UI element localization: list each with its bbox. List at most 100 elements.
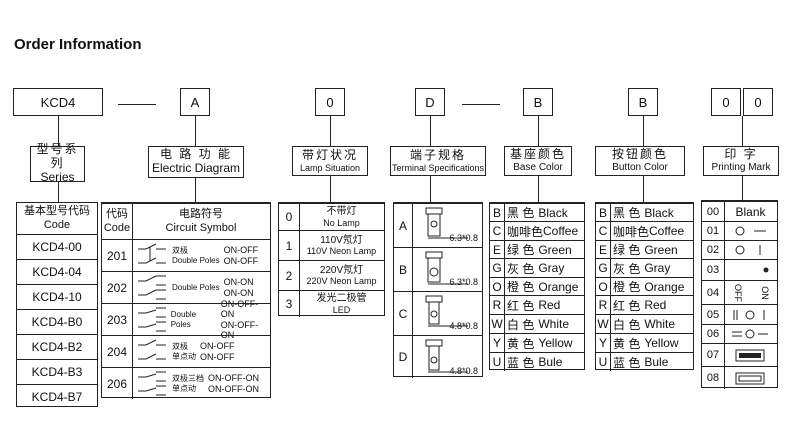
print-code-1: 0 [722, 94, 730, 110]
circuit-labels: Double Poles [171, 310, 217, 328]
column-divider [132, 203, 133, 399]
connector [330, 176, 331, 202]
terminal-drawing-cell: 4.8*0.8 [412, 292, 482, 335]
lamp-cn: 发光二极管 [316, 293, 367, 305]
diagram-code-cell: 204 [106, 344, 128, 359]
table-row: 0 不带灯 No Lamp [279, 203, 384, 230]
print-mark-off: OFF [733, 283, 744, 302]
print-code: 02 [706, 244, 720, 256]
function-2: ON-ON [223, 287, 254, 298]
connector [643, 176, 644, 202]
lamp-header-en: Lamp Situation [299, 162, 361, 173]
switch-symbol-icon [138, 307, 166, 331]
terminal-table: A 6.3*0.8 B 6.3*0.8 C 4.8*0.8 D 4.8 [393, 202, 483, 378]
print-code: 04 [706, 286, 720, 299]
print-code: 01 [706, 225, 720, 237]
color-cn: 灰 色 [507, 261, 535, 276]
lamp-code-cell: 0 [285, 210, 293, 224]
connector [58, 182, 59, 202]
color-code: Y [492, 336, 501, 350]
switch-symbol-icon [138, 275, 166, 299]
terminal-drawing-cell: 4.8*0.8 [412, 336, 482, 378]
connector [330, 116, 331, 146]
diagram-header: 电 路 功 能 Electric Diagram [148, 146, 244, 178]
connector [430, 116, 431, 146]
function-2: ON-OFF [223, 255, 259, 266]
circuit-symbol-cell: Double Poles ON-OFF-ON ON-OFF-ON [132, 299, 270, 340]
series-code-cell: KCD4-B7 [31, 389, 83, 404]
color-en: White [644, 317, 676, 331]
color-en: Red [644, 298, 667, 312]
color-en: Green [644, 242, 678, 257]
symbol-col-en: Circuit Symbol [165, 221, 237, 234]
series-header-cn: 型号系列 [36, 142, 79, 171]
battery-outline-icon [735, 372, 764, 385]
table-row: 2 220V氖灯 220V Neon Lamp [279, 260, 384, 290]
diagram-code-box: A [180, 88, 210, 116]
table-row: KCD4-04 [17, 259, 97, 284]
print-mark-cell [724, 305, 777, 324]
print-mark-cell [724, 325, 777, 343]
series-table-header: 基本型号代码 Code [17, 203, 97, 234]
symbol-col-cn: 电路符号 [179, 208, 223, 221]
lamp-en: LED [332, 304, 351, 315]
connector [742, 116, 743, 146]
print-code: 00 [706, 205, 720, 218]
function-1: ON-ON [223, 277, 254, 288]
printing-header-cn: 印 字 [724, 147, 758, 162]
color-cn: 白 色 [613, 317, 641, 332]
color-cn: 橙 色 [613, 280, 641, 294]
color-cn: 白 色 [507, 317, 535, 332]
color-en: Yellow [644, 336, 679, 350]
color-code: U [492, 355, 502, 369]
print-code: 06 [706, 328, 720, 340]
terminal-drawing-icon [425, 251, 468, 284]
dot-icon [763, 267, 768, 273]
color-en: Black [644, 205, 674, 220]
color-cn: 黄 色 [507, 336, 535, 351]
print-code-box-2: 0 [743, 88, 773, 116]
print-code: 05 [706, 308, 720, 321]
color-code: O [598, 279, 608, 294]
connector [118, 104, 156, 105]
terminal-code-cell: C [398, 306, 408, 321]
table-row: 203 Double Poles ON-OFF-ON ON-OFF-ON [102, 299, 270, 340]
circuit-symbol-cell: Double Poles ON-ON ON-ON [132, 272, 270, 303]
color-code: E [598, 242, 607, 257]
color-cn: 绿 色 [613, 243, 641, 257]
table-row: KCD4-B3 [17, 359, 97, 384]
circuit-symbol-cell: 双极 单点动 ON-OFF ON-OFF [132, 336, 270, 367]
column-divider [724, 201, 725, 389]
terminal-header-en: Terminal Specifications [391, 162, 485, 173]
terminal-dimension: 6.3*0.8 [449, 277, 478, 287]
circuit-functions: ON-OFF ON-OFF [200, 341, 235, 362]
button-header-en: Button Color [612, 162, 668, 174]
lamp-code: 0 [326, 94, 334, 110]
function-1: ON-OFF [223, 245, 259, 256]
button-header-cn: 按钮颜色 [611, 147, 668, 162]
diagram-header-cn: 电 路 功 能 [159, 147, 232, 162]
table-row: 05 [702, 304, 777, 324]
color-code: C [492, 224, 502, 238]
circle-bar-icon [735, 245, 760, 255]
circuit-en: 单点动 [172, 383, 196, 393]
button-code-box: B [628, 88, 658, 116]
series-header: 型号系列 Series [30, 142, 85, 184]
table-row: A 6.3*0.8 [394, 203, 482, 247]
print-code-2: 0 [754, 94, 762, 110]
color-code: E [492, 242, 501, 257]
print-code: 07 [706, 349, 720, 361]
